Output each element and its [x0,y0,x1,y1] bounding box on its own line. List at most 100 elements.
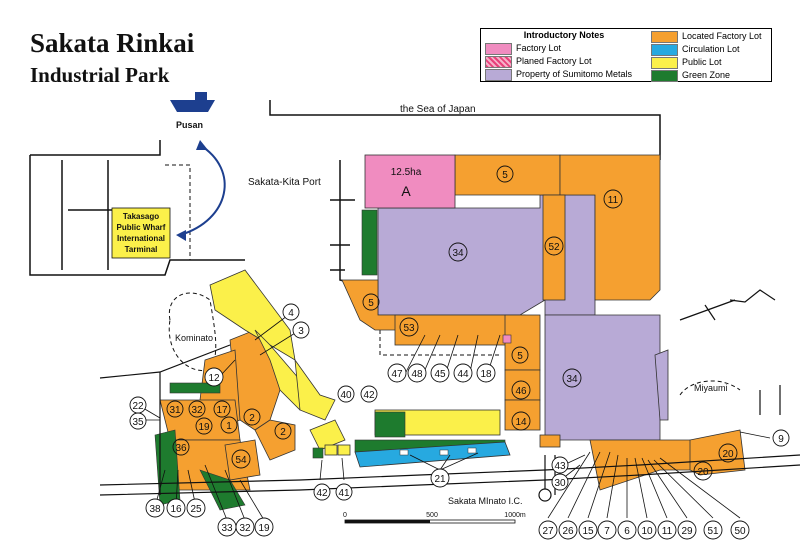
lot-marker: 2 [243,408,261,426]
svg-text:47: 47 [391,369,403,380]
svg-text:41: 41 [338,488,350,499]
svg-text:16: 16 [170,504,182,515]
lot-marker: 19 [254,517,274,537]
svg-text:50: 50 [734,526,746,537]
svg-text:33: 33 [221,523,233,534]
lot-marker: 40 [337,385,355,403]
lot-marker: 5 [362,293,380,311]
lot-marker: 54 [231,449,251,469]
lot-marker: 38 [145,498,165,518]
legend-swatch [485,55,512,68]
svg-text:5: 5 [368,298,374,309]
lot-marker: 42 [360,385,378,403]
svg-text:11: 11 [608,195,619,206]
sea-label: the Sea of Japan [400,104,476,115]
lot-marker: 27 [538,520,558,540]
svg-text:7: 7 [604,526,610,537]
lot-marker: 31 [166,400,184,418]
lot-marker: 20 [693,461,713,481]
lot-marker: 32 [235,517,255,537]
svg-text:35: 35 [132,417,144,428]
svg-text:38: 38 [149,504,161,515]
lot-marker: 33 [217,517,237,537]
svg-text:45: 45 [434,369,446,380]
svg-text:5: 5 [517,351,523,362]
legend-item-factory-lot: Factory Lot [485,42,561,55]
svg-text:2: 2 [249,413,255,424]
svg-text:22: 22 [132,401,144,412]
lot-a-area: 12.5ha [391,167,422,178]
lot-marker: 42 [313,483,331,501]
lot-a-letter: A [401,183,411,199]
svg-text:19: 19 [258,523,270,534]
svg-text:29: 29 [681,526,693,537]
lot-marker: 52 [544,236,564,256]
ship-icon [170,92,215,112]
svg-text:20: 20 [722,449,734,460]
svg-text:46: 46 [515,386,527,397]
lot-marker: 6 [617,520,637,540]
lot-marker: 35 [129,412,147,430]
lot-marker: 9 [772,429,790,447]
svg-text:27: 27 [542,526,554,537]
leader-lines [137,309,771,521]
lot-marker: 43 [551,456,569,474]
svg-text:14: 14 [515,417,527,428]
svg-text:53: 53 [403,323,415,334]
factory-lot-a: 12.5ha A [364,154,456,209]
svg-text:1: 1 [226,421,232,432]
legend-item-planed-factory-lot: Planed Factory Lot [485,55,592,68]
lot-marker: 1 [220,416,238,434]
svg-text:6: 6 [624,526,630,537]
svg-text:52: 52 [548,242,560,253]
lot-marker: 12 [204,367,224,387]
svg-text:51: 51 [707,526,719,537]
interchange-icon [538,488,552,502]
map-title: Sakata Rinkai [30,28,195,58]
lot-marker: 2 [274,422,292,440]
svg-text:36: 36 [175,443,187,454]
svg-text:1000m: 1000m [504,512,526,519]
svg-text:4: 4 [288,308,294,319]
legend-header: Introductory Notes [523,30,605,40]
legend: Introductory Notes Factory Lot Planed Fa… [480,28,772,82]
lot-marker: 15 [578,520,598,540]
svg-text:26: 26 [562,526,574,537]
svg-text:3: 3 [298,326,304,337]
shipping-route [179,144,226,236]
small-factory-lot [502,334,512,344]
kominato-label: Kominato [175,333,213,343]
scale-bar: 0 500 1000m [343,512,526,524]
svg-text:32: 32 [239,523,251,534]
miyaumi-label: Miyaumi [694,383,728,393]
svg-text:Public Wharf: Public Wharf [117,223,166,232]
svg-text:20: 20 [697,467,709,478]
dashed-boundaries [165,164,741,396]
svg-text:34: 34 [566,374,578,385]
svg-text:54: 54 [235,455,247,466]
lot-marker: 47 [387,363,407,383]
north-arrow-icon [679,289,776,321]
port-label: Sakata-Kita Port [248,177,321,188]
public-lots [209,269,501,456]
lot-marker: 5 [511,346,529,364]
lot-marker: 34 [562,368,582,388]
lot-marker: 10 [637,520,657,540]
svg-text:44: 44 [457,369,469,380]
lot-marker: 46 [511,380,531,400]
svg-text:19: 19 [198,422,210,433]
lot-marker: 19 [195,417,213,435]
svg-text:31: 31 [169,405,181,416]
legend-swatch [651,43,678,56]
route-arrow-icon [196,140,208,150]
legend-item-circulation-lot: Circulation Lot [651,43,740,56]
lot-marker: 11 [603,189,623,209]
legend-swatch [651,69,678,82]
lot-marker: 18 [476,363,496,383]
svg-text:30: 30 [554,478,566,489]
lot-marker: 3 [292,321,310,339]
lot-marker: 7 [597,520,617,540]
svg-text:9: 9 [778,434,784,445]
lot-number-markers: 5 11 34 52 5 53 5 46 14 34 47 48 45 44 1… [129,165,790,540]
